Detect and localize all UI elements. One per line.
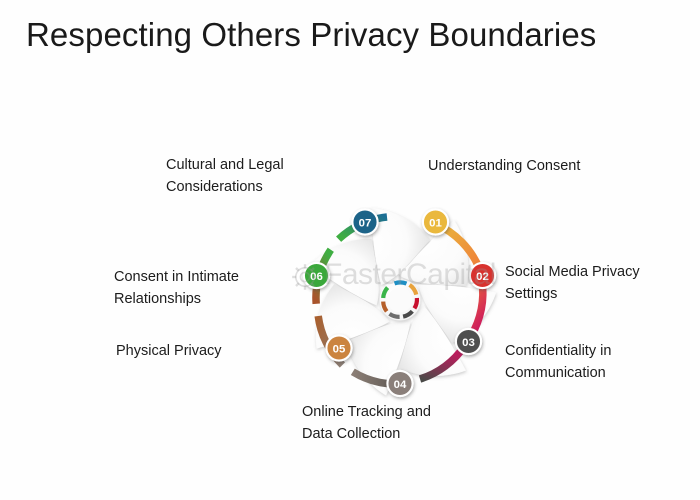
hub-color-ring — [381, 280, 420, 319]
step-badge-01[interactable]: 01 — [421, 208, 450, 236]
step-badge-03-number: 03 — [462, 337, 475, 349]
pinwheel-blades — [309, 207, 497, 396]
step-label-04: Online Tracking and Data Collection — [302, 404, 431, 443]
step-badge-05[interactable]: 05 — [325, 334, 353, 362]
step-badge-02[interactable]: 02 — [468, 261, 497, 290]
step-badge-07[interactable]: 07 — [351, 208, 379, 236]
circular-process-diagram: 01 02 03 04 — [296, 196, 504, 404]
step-label-01: Understanding Consent — [428, 158, 581, 174]
page-title: Respecting Others Privacy Boundaries — [26, 16, 597, 53]
step-badge-04-number: 04 — [394, 379, 407, 391]
step-badge-05-number: 05 — [333, 344, 346, 356]
center-hub — [379, 279, 421, 321]
step-badge-04[interactable]: 04 — [386, 369, 414, 398]
step-badge-01-number: 01 — [429, 218, 442, 230]
step-badge-06[interactable]: 06 — [302, 261, 331, 290]
step-badge-02-number: 02 — [476, 271, 489, 283]
step-badge-03[interactable]: 03 — [454, 327, 483, 356]
step-label-05: Physical Privacy — [116, 343, 222, 359]
step-badges: 01 02 03 04 — [302, 208, 497, 398]
step-badge-07-number: 07 — [359, 218, 372, 230]
step-badge-06-number: 06 — [310, 271, 323, 283]
step-label-02: Social Media Privacy Settings — [505, 264, 640, 303]
step-label-07: Cultural and Legal Considerations — [166, 157, 284, 196]
step-label-06: Consent in Intimate Relationships — [114, 269, 239, 308]
step-label-03: Confidentiality in Communication — [505, 343, 612, 382]
